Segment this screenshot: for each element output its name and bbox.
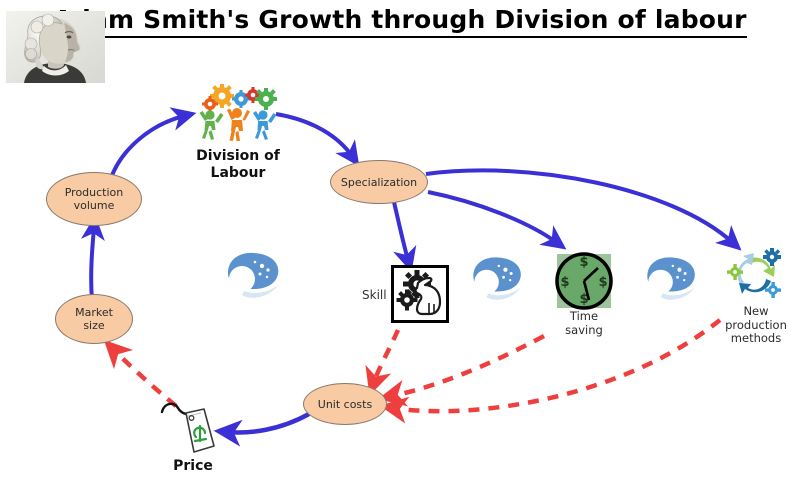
dollar-clock-icon[interactable]: $ $ $ $ — [553, 250, 615, 316]
node-specialization[interactable]: Specialization — [330, 160, 428, 204]
caption-skill-text: Skill — [362, 288, 387, 302]
snowball-logo-watermark — [636, 248, 704, 320]
node-market-size-line1: Market — [75, 306, 113, 319]
caption-price-text: Price — [173, 458, 213, 474]
caption-new-production-methods-line3: methods — [730, 331, 782, 345]
caption-new-production-methods-line1: New — [743, 304, 769, 318]
caption-time-saving: Time saving — [536, 309, 632, 337]
snowball-logo-watermark — [216, 243, 288, 319]
page-title-text: Adam Smith's Growth through Division of … — [53, 5, 747, 38]
caption-division-of-labour-line2: Labour — [210, 165, 266, 181]
node-market-size-line2: size — [83, 319, 105, 332]
node-market-size[interactable]: Market size — [55, 294, 133, 344]
edge-specialization-to-skill — [392, 201, 417, 273]
caption-division-of-labour-line1: Division of — [196, 148, 280, 164]
edge-specialization-to-time-saving — [427, 190, 567, 250]
page-title: Adam Smith's Growth through Division of … — [0, 5, 800, 38]
node-production-volume[interactable]: Production volume — [46, 172, 142, 226]
node-unit-costs[interactable]: Unit costs — [303, 383, 387, 425]
adam-smith-portrait — [6, 11, 105, 83]
price-tag-icon[interactable] — [156, 396, 228, 460]
svg-text:$: $ — [579, 255, 588, 270]
edge-skill-to-unit-costs — [365, 329, 401, 396]
recycle-gears-icon[interactable] — [726, 246, 784, 308]
node-production-volume-line2: volume — [73, 199, 115, 212]
edge-market-size-to-production-volume — [80, 215, 105, 301]
caption-new-production-methods-line2: production — [725, 317, 787, 332]
caption-time-saving-line1: Time — [569, 309, 599, 323]
gears-hand-icon[interactable] — [391, 265, 449, 327]
svg-text:$: $ — [598, 275, 607, 290]
snowball-logo-watermark — [462, 248, 530, 320]
caption-time-saving-line2: saving — [565, 322, 603, 337]
caption-skill: Skill — [362, 288, 387, 302]
svg-text:$: $ — [579, 292, 588, 307]
node-production-volume-line1: Production — [64, 186, 124, 199]
node-specialization-label: Specialization — [340, 175, 418, 189]
edge-unit-costs-to-price — [213, 412, 311, 447]
edge-specialization-to-new-production-methods — [425, 168, 742, 251]
caption-price: Price — [148, 458, 238, 475]
node-unit-costs-label: Unit costs — [317, 397, 373, 411]
caption-division-of-labour: Division of Labour — [170, 148, 306, 182]
caption-new-production-methods: New production methods — [712, 304, 800, 346]
edge-time-saving-to-unit-costs — [377, 334, 546, 407]
svg-text:$: $ — [560, 275, 569, 290]
three-people-gears-icon[interactable] — [196, 82, 280, 146]
